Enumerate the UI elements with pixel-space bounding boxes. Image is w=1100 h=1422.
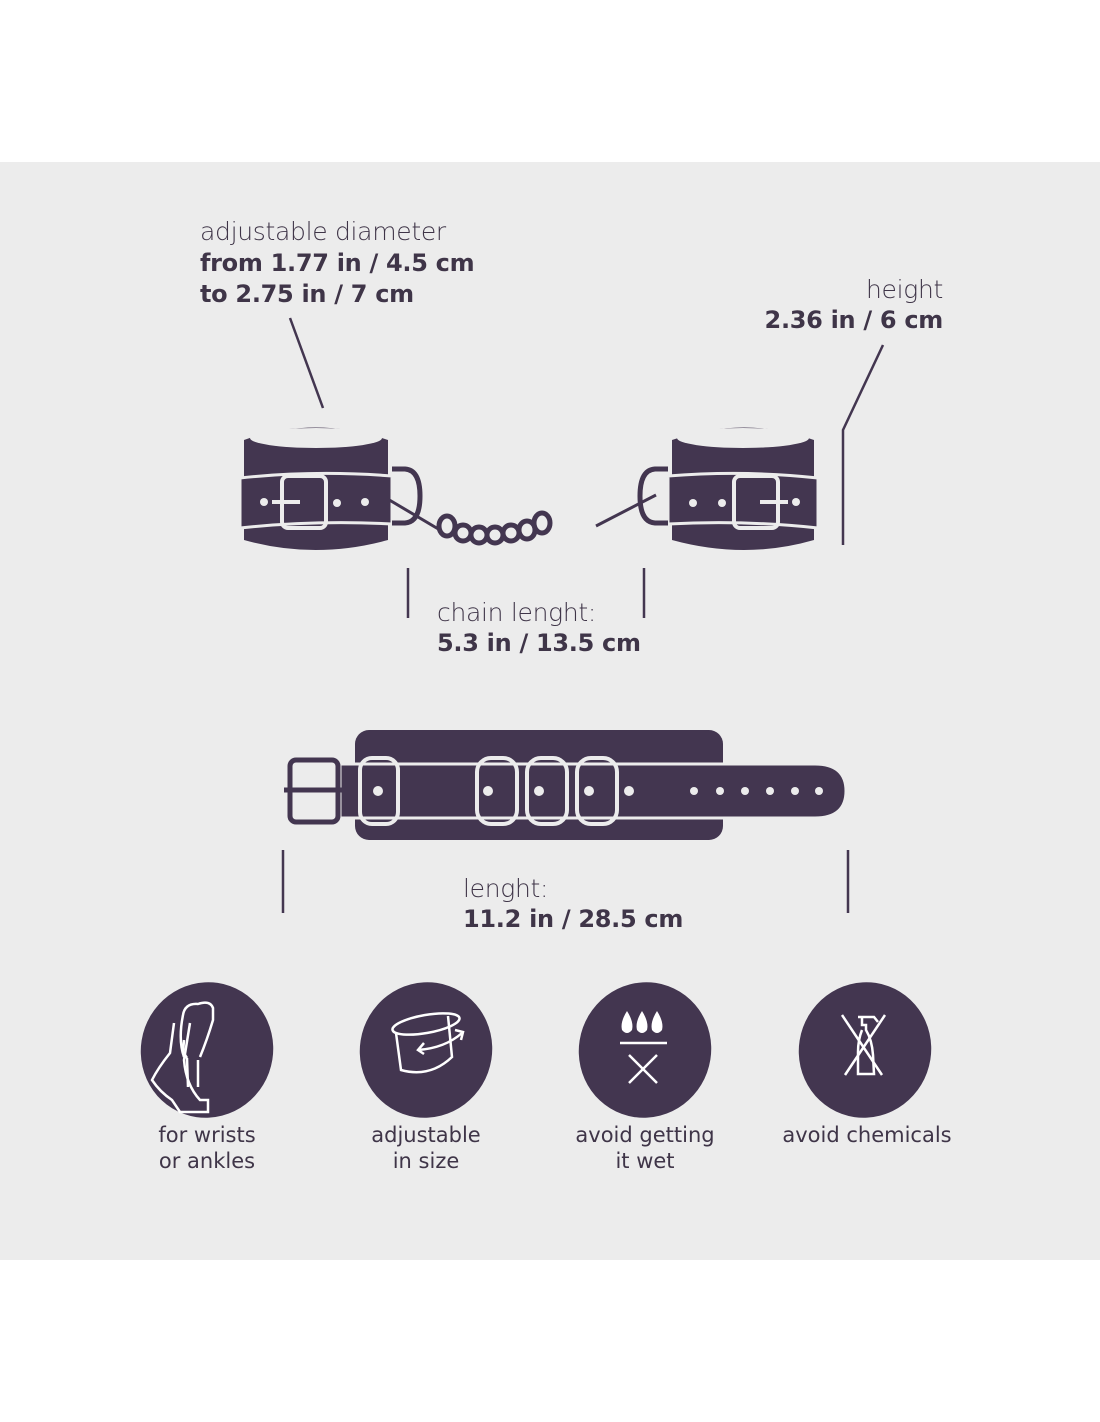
strap-length-label: lenght: <box>463 874 549 903</box>
strap-illustration <box>284 730 848 840</box>
no-water-icon <box>578 982 712 1118</box>
height-leader-line <box>841 344 885 545</box>
no-chemicals-icon <box>798 982 932 1118</box>
adjustable-cuff-icon <box>359 982 493 1118</box>
wrist-ankle-icon <box>140 982 274 1118</box>
chain-length-label: chain lenght: <box>437 598 596 627</box>
chain-illustration <box>385 493 657 546</box>
diameter-label: adjustable diameter <box>200 217 446 246</box>
dimension-lines <box>281 317 885 913</box>
chain-length-value: 5.3 in / 13.5 cm <box>437 629 641 657</box>
diameter-to: to 2.75 in / 7 cm <box>200 280 414 308</box>
feature-label-chemicals: avoid chemicals <box>782 1123 952 1147</box>
height-value: 2.36 in / 6 cm <box>764 306 944 334</box>
height-label: height <box>865 275 943 304</box>
left-cuff-illustration <box>238 427 423 550</box>
diameter-leader-line <box>288 317 325 409</box>
right-cuff-illustration <box>637 427 820 550</box>
diameter-from: from 1.77 in / 4.5 cm <box>200 249 475 277</box>
strap-length-value: 11.2 in / 28.5 cm <box>463 905 684 933</box>
